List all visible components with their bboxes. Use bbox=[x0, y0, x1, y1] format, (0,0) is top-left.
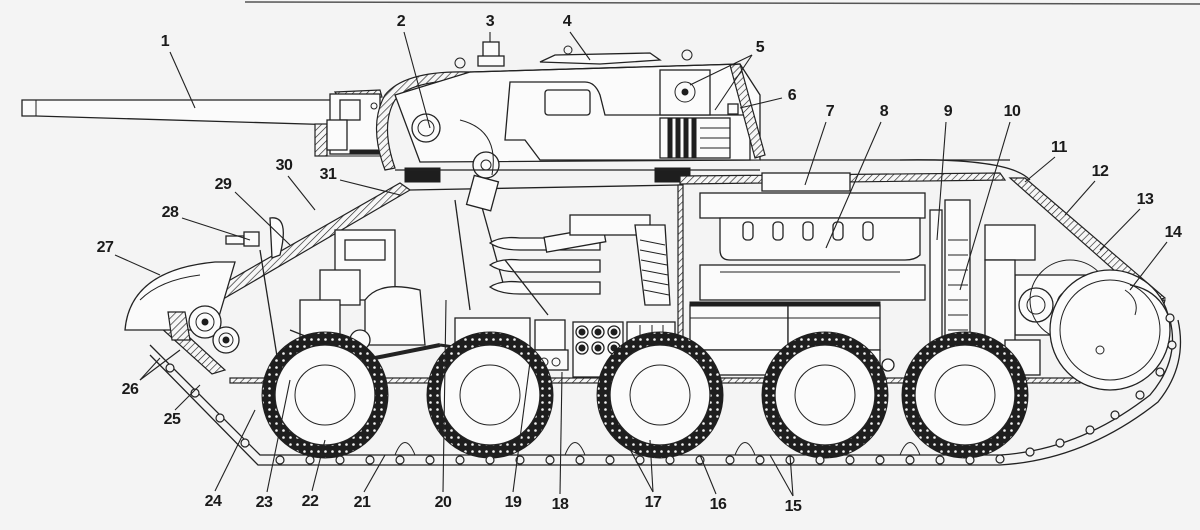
callout-label-12: 12 bbox=[1091, 163, 1109, 180]
callout-label-16: 16 bbox=[709, 496, 727, 513]
rear-drive-wheel bbox=[1049, 269, 1171, 391]
callout-label-11: 11 bbox=[1051, 139, 1067, 156]
gun-mantlet bbox=[314, 89, 392, 157]
road-wheel-3 bbox=[596, 331, 724, 459]
track-pins bbox=[165, 313, 1177, 465]
callout-label-9: 9 bbox=[943, 103, 953, 120]
frame-top-line bbox=[244, 1, 1200, 5]
callout-label-18: 18 bbox=[551, 496, 569, 513]
callout-label-26: 26 bbox=[121, 381, 139, 398]
callout-label-13: 13 bbox=[1136, 191, 1154, 208]
callout-label-8: 8 bbox=[879, 103, 889, 120]
callout-label-25: 25 bbox=[163, 411, 181, 428]
callout-label-27: 27 bbox=[96, 239, 114, 256]
callout-label-28: 28 bbox=[161, 204, 179, 221]
callout-label-15: 15 bbox=[784, 498, 802, 515]
callout-label-21: 21 bbox=[353, 494, 371, 511]
ammo-drum-rings bbox=[667, 117, 730, 159]
callout-label-6: 6 bbox=[787, 87, 797, 104]
callout-label-1: 1 bbox=[160, 33, 170, 50]
road-wheels bbox=[261, 331, 1029, 459]
road-wheel-4 bbox=[761, 331, 889, 459]
fan-blades bbox=[948, 239, 968, 331]
callout-label-14: 14 bbox=[1164, 224, 1182, 241]
callout-label-2: 2 bbox=[396, 13, 406, 30]
callout-label-23: 23 bbox=[255, 494, 273, 511]
callout-label-4: 4 bbox=[562, 13, 572, 30]
callout-label-17: 17 bbox=[644, 494, 662, 511]
radiator-grille bbox=[634, 224, 671, 306]
callout-label-29: 29 bbox=[214, 176, 232, 193]
front-idler bbox=[167, 305, 240, 354]
callout-label-22: 22 bbox=[301, 493, 319, 510]
callout-label-19: 19 bbox=[504, 494, 522, 511]
road-wheel-5 bbox=[901, 331, 1029, 459]
turret bbox=[376, 41, 766, 183]
driver-compartment bbox=[259, 174, 561, 377]
engine-exhaust-ports bbox=[742, 221, 874, 241]
track-guide-horns bbox=[394, 442, 921, 456]
callout-label-7: 7 bbox=[825, 103, 835, 120]
track bbox=[149, 284, 1182, 466]
callout-label-3: 3 bbox=[485, 13, 495, 30]
callout-label-31: 31 bbox=[319, 166, 337, 183]
headlight bbox=[225, 217, 284, 259]
callout-label-10: 10 bbox=[1003, 103, 1021, 120]
callout-leaders bbox=[114, 31, 1168, 497]
main-gun-barrel bbox=[21, 99, 341, 126]
callout-label-30: 30 bbox=[275, 157, 293, 174]
callout-label-24: 24 bbox=[204, 493, 222, 510]
callout-label-20: 20 bbox=[434, 494, 452, 511]
callout-label-5: 5 bbox=[755, 39, 765, 56]
road-wheel-1 bbox=[261, 331, 389, 459]
